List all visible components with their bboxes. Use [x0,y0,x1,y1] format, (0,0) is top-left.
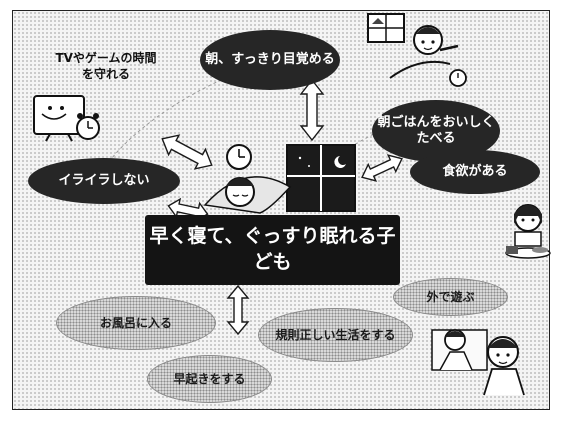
center-title-box: 早く寝て、ぐっすり眠れる子ども [145,215,400,285]
wake-up-bubble: 朝、すっきり目覚める [200,30,340,90]
girl-with-meal-icon [505,204,551,259]
arrow-wake-center [299,78,325,142]
wall-clock-icon [226,144,252,170]
left-light-bubble: お風呂に入る [56,296,216,350]
children-playing-icon [431,329,525,396]
bottom-light-bubble: 早起きをする [147,355,272,403]
arrow-center-lower [226,284,250,336]
regular-life-bubble: 規則正しい生活をする [258,308,413,362]
waking-child-icon [367,13,467,87]
sleeping-child-icon [203,176,292,214]
tv-clock-icon [33,95,100,142]
play-outside-bubble: 外で遊ぶ [393,278,508,316]
moon-window-icon [286,144,356,212]
not-irritable-bubble: イライラしない [28,158,180,204]
arrow-breakfast-center [361,154,403,182]
appetite-bubble: 食欲がある [410,150,540,194]
arrow-tv-center [161,134,213,170]
tv-game-time-note: TVやゲームの時間を守れる [55,51,157,82]
